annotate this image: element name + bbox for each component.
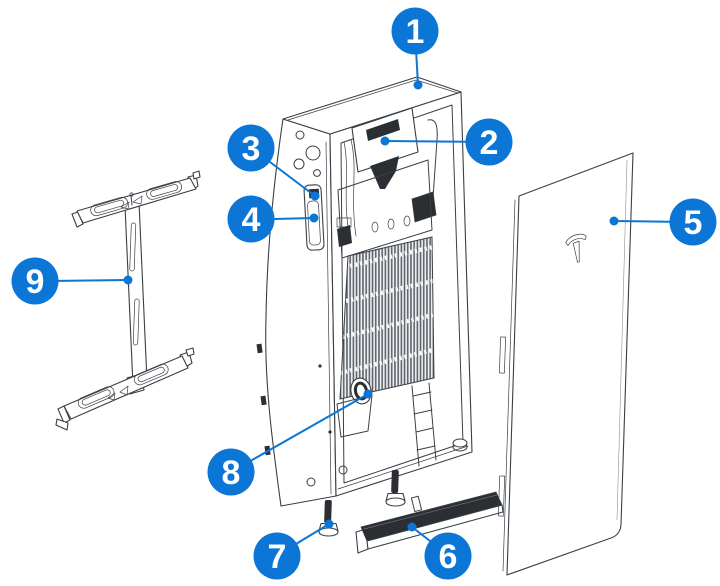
bolt-right xyxy=(385,469,406,507)
callout-3[interactable]: 3 xyxy=(227,124,320,201)
callout-6[interactable]: 6 xyxy=(407,522,472,580)
bracket-top-rail xyxy=(71,170,201,228)
callout-number: 7 xyxy=(268,538,287,576)
callout-1[interactable]: 1 xyxy=(391,7,439,90)
callout-7[interactable]: 7 xyxy=(253,519,334,580)
cable-chute xyxy=(370,156,399,189)
callout-number: 5 xyxy=(684,204,703,242)
callout-badge[interactable] xyxy=(465,118,513,166)
callout-4[interactable]: 4 xyxy=(227,195,319,243)
leader-dot xyxy=(123,275,133,285)
callout-badge[interactable] xyxy=(391,7,439,55)
bottom-bolt-bosses xyxy=(306,465,348,487)
vent-clip xyxy=(410,495,423,513)
callout-number: 8 xyxy=(222,454,241,492)
callout-9[interactable]: 9 xyxy=(11,257,133,305)
callout-number: 6 xyxy=(439,538,458,576)
callout-badge[interactable] xyxy=(227,195,275,243)
bottom-vent-cover xyxy=(355,491,504,554)
leader-dot xyxy=(310,191,320,201)
heatsink-fins xyxy=(339,236,435,400)
lower-right-bracket xyxy=(411,382,468,467)
callout-number: 2 xyxy=(480,124,499,162)
leader-dot xyxy=(380,136,390,146)
callout-number: 4 xyxy=(242,201,261,239)
callouts: 1 2 3 4 5 6 xyxy=(11,7,717,580)
bracket-vertical-rail xyxy=(124,201,148,387)
callout-2[interactable]: 2 xyxy=(380,118,513,166)
callout-number: 1 xyxy=(406,13,425,51)
leader-dot xyxy=(407,522,417,532)
bolt-left xyxy=(318,499,339,537)
callout-badge[interactable] xyxy=(227,124,275,172)
tesla-logo-icon xyxy=(565,233,587,263)
leader-dot xyxy=(324,519,334,529)
callout-badge[interactable] xyxy=(424,532,472,580)
callout-badge[interactable] xyxy=(11,257,59,305)
callout-badge[interactable] xyxy=(253,532,301,580)
front-cover xyxy=(497,152,634,576)
callout-8[interactable]: 8 xyxy=(207,389,373,496)
unit-top-cover xyxy=(282,76,462,135)
leader-dot xyxy=(309,213,319,223)
leader-dot xyxy=(609,216,619,226)
fin-perforations xyxy=(340,244,434,376)
conduit-knockouts xyxy=(293,130,321,177)
callout-number: 3 xyxy=(242,130,261,168)
vent-grille xyxy=(360,491,503,542)
bracket-bottom-rail xyxy=(55,347,195,431)
leader-dot xyxy=(363,389,373,399)
leader-dot xyxy=(413,80,423,90)
callout-5[interactable]: 5 xyxy=(609,198,717,246)
callout-badge[interactable] xyxy=(207,448,255,496)
callout-badge[interactable] xyxy=(669,198,717,246)
wall-bracket-assembly xyxy=(55,170,201,431)
callout-number: 9 xyxy=(26,263,45,301)
unit-side-panel xyxy=(265,118,337,507)
mounting-bolts xyxy=(318,469,406,537)
